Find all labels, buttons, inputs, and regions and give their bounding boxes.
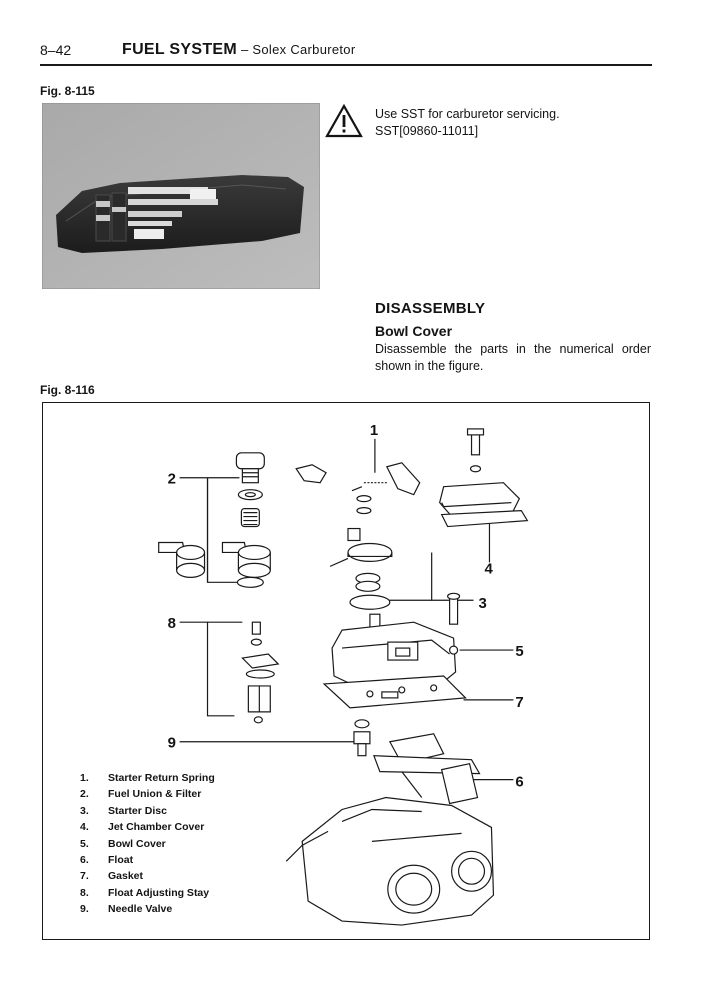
legend-name: Gasket [108,870,144,883]
bowl-cover-heading: Bowl Cover [375,323,453,339]
header-rule [40,64,652,66]
legend-name: Fuel Union & Filter [108,788,202,801]
legend-item: 2. Fuel Union & Filter [80,788,310,804]
legend-name: Float Adjusting Stay [108,886,210,899]
callout-4: 4 [484,560,493,577]
legend-item: 8. Float Adjusting Stay [80,887,310,903]
callout-7: 7 [515,694,523,711]
callout-3: 3 [479,595,487,612]
callout-6: 6 [515,774,523,791]
figure-115-label: Fig. 8-115 [40,84,95,98]
legend-number: 7. [80,870,89,883]
section-title-main: FUEL SYSTEM [122,41,238,58]
disassembly-instructions: Disassemble the parts in the numerical o… [375,342,651,373]
legend-number: 9. [80,903,89,916]
legend-name: Jet Chamber Cover [108,821,205,834]
disassembly-heading: DISASSEMBLY [375,300,486,317]
legend-item: 3. Starter Disc [80,805,310,821]
legend-name: Starter Return Spring [108,772,215,784]
parts-legend: 1. Starter Return Spring 2. Fuel Union & F… [80,772,310,920]
exploded-view-diagram: 2 1 4 3 5 7 8 9 6 [158,422,529,926]
legend-item: 7. Gasket [80,870,310,886]
legend-number: 6. [80,853,89,866]
figure-116-label: Fig. 8-116 [40,383,95,397]
figure-115-photo [41,102,321,290]
legend-name: Float [108,853,134,866]
callout-1: 1 [370,422,378,439]
warning-text: Use SST for carburetor servicing. SST[09… [375,106,560,140]
legend-number: 1. [80,772,89,784]
callout-8: 8 [168,615,176,632]
figure-116-frame: 2 1 4 3 5 7 8 9 6 [42,402,650,940]
legend-item: 5. Bowl Cover [80,838,310,854]
warning-line-1: Use SST for carburetor servicing. [375,107,560,121]
legend-number: 8. [80,886,89,899]
section-title: FUEL SYSTEM – Solex Carburetor [122,41,355,59]
legend-number: 4. [80,821,89,834]
legend-name: Bowl Cover [108,837,166,850]
legend-item: 9. Needle Valve [80,903,310,919]
page-header: 8–42 FUEL SYSTEM – Solex Carburetor [40,41,650,64]
callout-5: 5 [515,643,523,660]
legend-name: Needle Valve [108,903,173,916]
legend-name: Starter Disc [108,804,167,817]
legend-number: 3. [80,804,89,817]
legend-item: 4. Jet Chamber Cover [80,821,310,837]
callout-9: 9 [168,735,176,752]
callout-2: 2 [168,471,176,488]
legend-number: 2. [80,788,89,801]
warning-icon [325,104,363,138]
warning-line-2: SST[09860-11011] [375,124,479,138]
section-subtitle: – Solex Carburetor [237,42,356,57]
legend-item: 6. Float [80,854,310,870]
legend-number: 5. [80,837,89,850]
page-number: 8–42 [40,42,72,58]
legend-item: 1. Starter Return Spring [80,772,310,788]
